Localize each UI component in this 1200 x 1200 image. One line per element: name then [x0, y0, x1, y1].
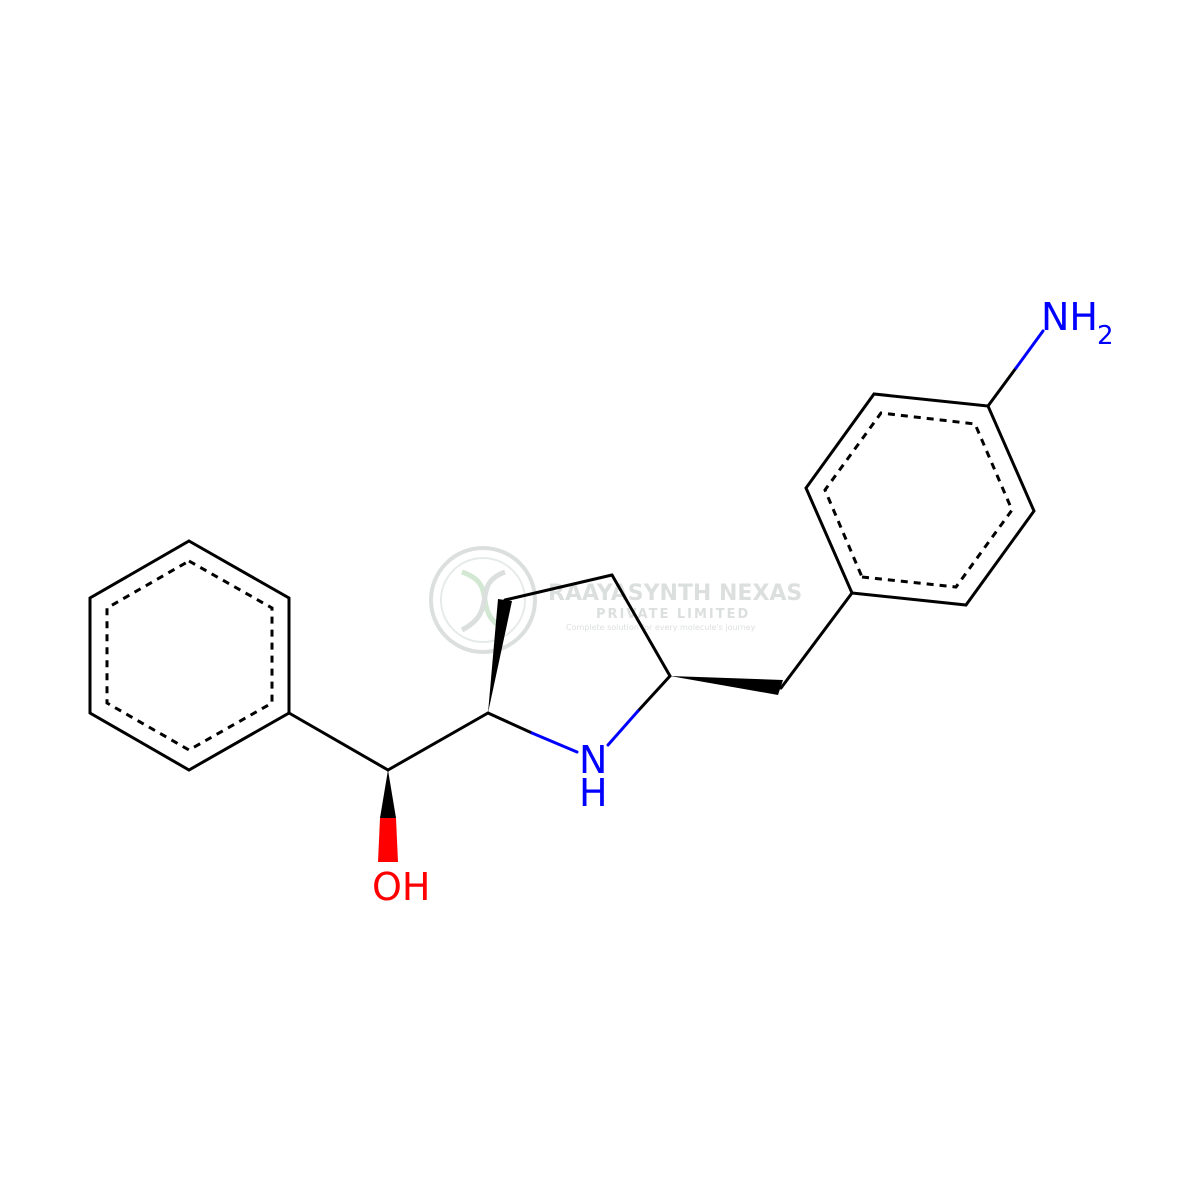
amine-label: NH	[1041, 295, 1098, 339]
atom-labels: NH 2 N H OH	[372, 295, 1114, 909]
watermark-subtitle: PRIVATE LIMITED	[596, 607, 750, 622]
wedge-bond-benzyl	[670, 676, 783, 695]
wedge-bond-oh	[380, 770, 396, 818]
watermark: RAAYASYNTH NEXAS PRIVATE LIMITED Complet…	[429, 546, 802, 654]
ring-nitrogen-hydrogen: H	[579, 771, 608, 815]
benzyl-linker	[670, 591, 854, 695]
wedge-bond-ring	[488, 599, 512, 713]
hydroxyl-label: OH	[372, 865, 430, 909]
watermark-company: RAAYASYNTH NEXAS	[548, 581, 802, 606]
amine-subscript: 2	[1097, 321, 1114, 351]
pyrrolidine-ring	[486, 573, 672, 754]
watermark-logo-icon	[429, 546, 537, 654]
phenyl-ring	[88, 539, 291, 772]
carbinol-bonds	[287, 711, 490, 862]
watermark-tagline: Complete solution for every molecule's j…	[566, 623, 756, 632]
ring-nitrogen-label: N	[579, 738, 607, 782]
aniline-ring	[804, 329, 1045, 607]
wedge-bond-oh-red	[378, 818, 398, 862]
